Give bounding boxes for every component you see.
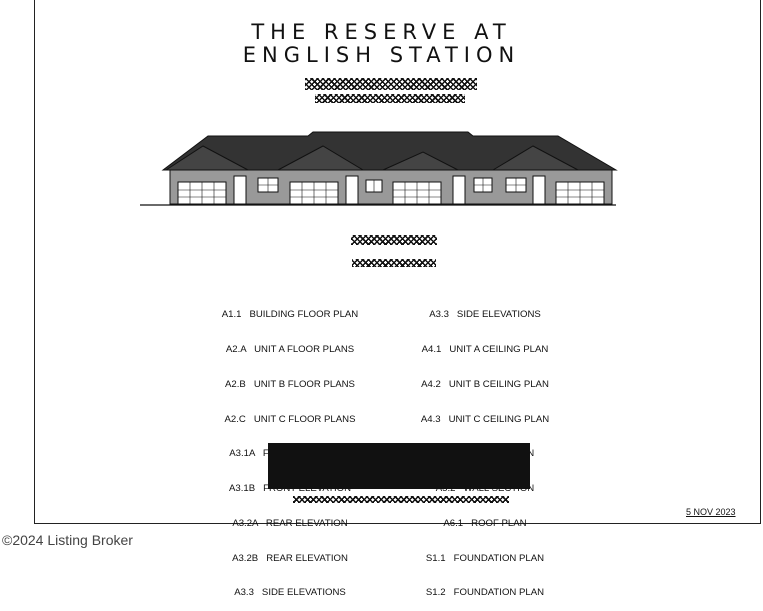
redacted-bar-4: [352, 259, 436, 267]
sheet-index-entry: A2.B UNIT B FLOOR PLANS: [225, 378, 355, 390]
sheet-index-entry: A3.3 SIDE ELEVATIONS: [429, 309, 541, 321]
redacted-bar-5: [293, 496, 509, 503]
sheet-index-entry: A6.1 ROOF PLAN: [443, 517, 527, 529]
project-title-line1: THE RESERVE AT: [251, 20, 512, 44]
building-elevation-drawing: [140, 131, 618, 206]
sheet-index-entry: S1.1 FOUNDATION PLAN: [425, 552, 545, 564]
sheet-index-entry: A4.1 UNIT A CEILING PLAN: [421, 343, 549, 355]
drawing-sheet: [34, 0, 761, 524]
sheet-index-entry: A2.C UNIT C FLOOR PLANS: [224, 413, 356, 425]
sheet-index-entry: A4.3 UNIT C CEILING PLAN: [420, 413, 550, 425]
sheet-index-entry: A3.3 SIDE ELEVATIONS: [234, 587, 346, 599]
sheet-index-entry: A4.2 UNIT B CEILING PLAN: [421, 378, 549, 390]
copyright-notice: ©2024 Listing Broker: [2, 532, 133, 548]
project-title-line2: ENGLISH STATION: [242, 43, 521, 67]
redacted-bar-3: [351, 235, 437, 245]
sheet-index-entry: S1.2 FOUNDATION PLAN: [425, 587, 545, 599]
sheet-index-entry: A3.2B REAR ELEVATION: [232, 552, 348, 564]
redacted-bar-1: [305, 78, 477, 90]
sheet-index-entry: A1.1 BUILDING FLOOR PLAN: [221, 309, 359, 321]
sheet-index-entry: A2.A UNIT A FLOOR PLANS: [225, 343, 355, 355]
redacted-bar-2: [315, 94, 465, 103]
drawing-date: 5 NOV 2023: [686, 507, 736, 517]
sheet-index-entry: A3.2A REAR ELEVATION: [232, 517, 348, 529]
redacted-block: [268, 443, 530, 489]
